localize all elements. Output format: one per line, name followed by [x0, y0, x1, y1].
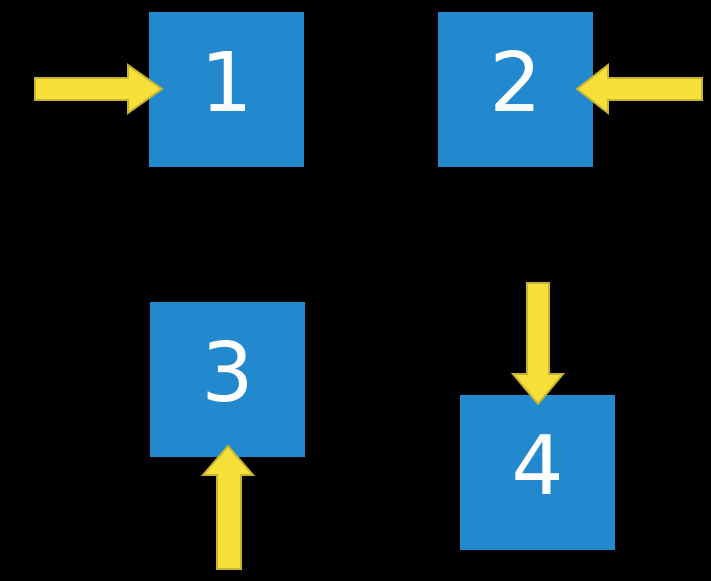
square-1: 1	[149, 12, 304, 167]
square-4: 4	[460, 395, 615, 550]
square-4-label: 4	[511, 418, 564, 514]
arrow-down-into-square-4-icon	[510, 282, 566, 406]
square-3: 3	[150, 302, 305, 457]
square-2: 2	[438, 12, 593, 167]
arrow-right-shape	[34, 63, 164, 115]
arrow-right-into-square-1-icon	[34, 63, 164, 115]
arrow-up-into-square-3-icon	[200, 444, 256, 570]
square-1-label: 1	[200, 35, 253, 131]
arrow-left-into-square-2-icon	[575, 62, 703, 116]
arrow-up-shape	[200, 444, 256, 570]
square-3-label: 3	[201, 325, 254, 421]
arrow-left-shape	[575, 62, 703, 116]
arrow-down-shape	[510, 282, 566, 406]
square-2-label: 2	[489, 35, 542, 131]
